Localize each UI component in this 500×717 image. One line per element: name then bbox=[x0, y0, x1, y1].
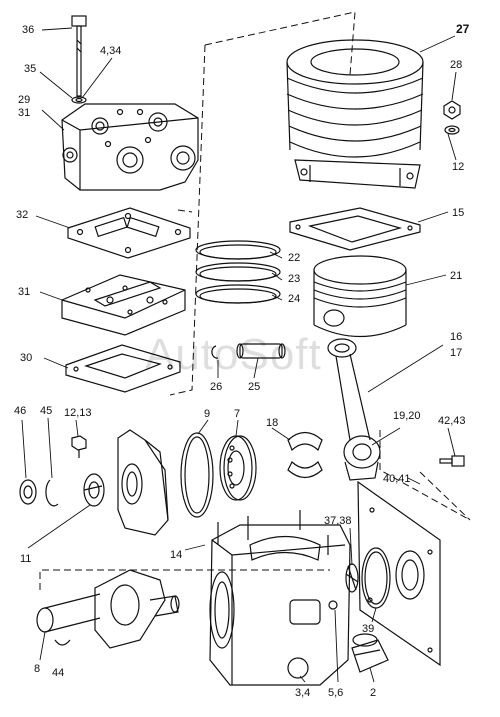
label-2: 2 bbox=[370, 687, 376, 699]
label-12-13: 12,13 bbox=[64, 407, 92, 419]
label-45: 45 bbox=[40, 405, 52, 417]
label-37-38: 37,38 bbox=[324, 515, 352, 527]
valve-plate-part bbox=[61, 274, 186, 336]
label-27: 27 bbox=[456, 22, 470, 36]
nut-part bbox=[443, 100, 461, 135]
label-32: 32 bbox=[16, 209, 28, 221]
connecting-rod-part bbox=[327, 338, 381, 481]
label-7: 7 bbox=[234, 408, 240, 420]
bushing-part bbox=[351, 633, 389, 673]
label-22: 22 bbox=[288, 252, 300, 264]
label-44: 44 bbox=[52, 667, 64, 679]
label-12: 12 bbox=[452, 161, 464, 173]
piston-rings-part bbox=[195, 240, 281, 304]
piston-part bbox=[313, 255, 407, 338]
oil-seal-part bbox=[19, 473, 105, 507]
label-23: 23 bbox=[288, 273, 300, 285]
label-24: 24 bbox=[288, 293, 300, 305]
label-18: 18 bbox=[266, 417, 278, 429]
label-9: 9 bbox=[204, 408, 210, 420]
label-39: 39 bbox=[362, 623, 374, 635]
crankcase-part bbox=[209, 510, 351, 686]
label-30: 30 bbox=[20, 352, 32, 364]
label-31-mid: 31 bbox=[18, 286, 30, 298]
crankshaft-part bbox=[36, 569, 180, 649]
rear-cover-part bbox=[357, 480, 441, 667]
label-5-6: 5,6 bbox=[328, 687, 343, 699]
ball-bearing-part bbox=[219, 435, 257, 501]
leader-lines bbox=[21, 27, 457, 683]
o-ring-39-part bbox=[361, 547, 391, 609]
label-16: 16 bbox=[450, 331, 462, 343]
bearing-shell-part bbox=[287, 431, 323, 479]
gasket-32-part bbox=[67, 207, 191, 259]
label-14: 14 bbox=[170, 549, 182, 561]
cylinder-head-part bbox=[61, 103, 199, 191]
bolt-part bbox=[71, 15, 87, 104]
plug-part bbox=[71, 435, 87, 458]
label-17: 17 bbox=[450, 347, 462, 359]
cylinder-part bbox=[286, 39, 424, 189]
gasket-30-part bbox=[65, 344, 181, 393]
label-31-top: 31 bbox=[18, 107, 30, 119]
label-36: 36 bbox=[22, 24, 34, 36]
label-26: 26 bbox=[210, 381, 222, 393]
label-46: 46 bbox=[14, 405, 26, 417]
label-15: 15 bbox=[452, 207, 464, 219]
label-29: 29 bbox=[18, 94, 30, 106]
o-ring-part bbox=[180, 432, 214, 518]
label-28: 28 bbox=[450, 59, 462, 71]
thrust-washer-part bbox=[345, 563, 359, 593]
label-42-43: 42,43 bbox=[438, 415, 466, 427]
label-25: 25 bbox=[248, 381, 260, 393]
label-21: 21 bbox=[450, 270, 462, 282]
gasket-15-part bbox=[289, 207, 421, 251]
label-8: 8 bbox=[34, 663, 40, 675]
label-4-34: 4,34 bbox=[100, 45, 121, 57]
label-35: 35 bbox=[24, 63, 36, 75]
piston-pin-part bbox=[211, 343, 286, 359]
label-3-4: 3,4 bbox=[295, 687, 310, 699]
label-40-41: 40,41 bbox=[383, 473, 411, 485]
label-19-20: 19,20 bbox=[393, 410, 421, 422]
assembly-guide-lines bbox=[39, 11, 471, 590]
label-11: 11 bbox=[20, 553, 31, 565]
bearing-cover-part bbox=[117, 429, 169, 536]
part-number-labels: 36 4,34 35 29 31 27 28 12 32 15 22 23 24… bbox=[14, 22, 470, 699]
conrod-bolt-part bbox=[439, 455, 465, 467]
